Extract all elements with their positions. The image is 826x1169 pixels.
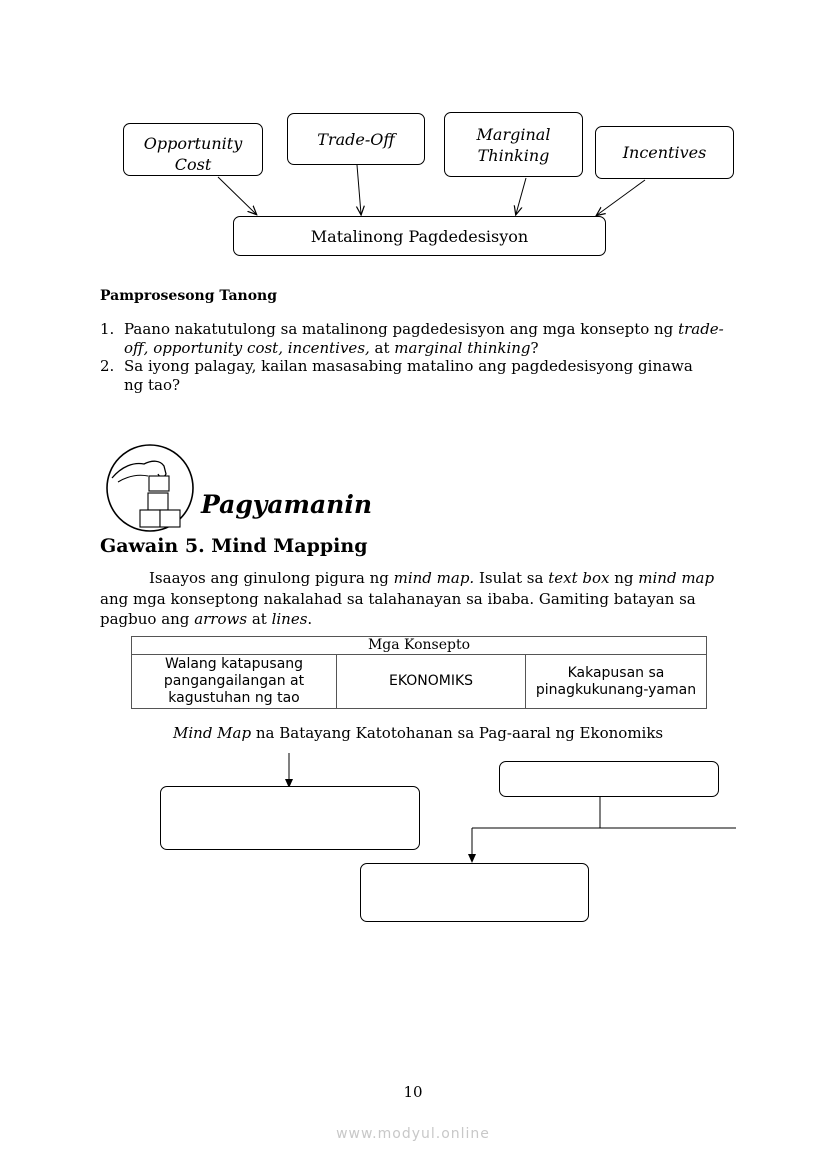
- question-1: 1. Paano nakatutulong sa matalinong pagd…: [0, 320, 826, 360]
- arrow-trade-off: [357, 164, 361, 214]
- question-number: 2.: [100, 357, 115, 375]
- table-row: Walang katapusang pangangailangan at kag…: [131, 654, 707, 709]
- arrow-marginal-thinking: [516, 177, 527, 214]
- concept-label: Marginal Thinking: [476, 124, 551, 165]
- watermark: www.modyul.online: [336, 1126, 490, 1142]
- result-label: Matalinong Pagdedesisyon: [310, 226, 529, 246]
- mindmap-box-center[interactable]: [360, 863, 589, 922]
- result-box: Matalinong Pagdedesisyon: [233, 216, 606, 256]
- concepts-table: Mga Konsepto Walang katapusang pangangai…: [131, 636, 707, 709]
- concept-diagram-connectors: [217, 164, 646, 270]
- page-number: 10: [403, 1083, 423, 1101]
- concept-label: Opportunity Cost: [143, 134, 243, 174]
- arrow-incentives: [597, 179, 646, 215]
- concept-box-trade-off: Trade-Off: [287, 113, 425, 165]
- concept-box-opportunity-cost: Opportunity Cost: [123, 123, 263, 176]
- mindmap-connectors: [285, 753, 736, 863]
- table-cell: Walang katapusang pangangailangan at kag…: [131, 654, 337, 709]
- concept-label: Trade-Off: [317, 129, 395, 149]
- table-header-row: Mga Konsepto: [131, 636, 707, 655]
- question-number: 1.: [100, 320, 115, 338]
- mindmap-box-left[interactable]: [160, 786, 420, 850]
- table-cell: Kakapusan sa pinagkukunang-yaman: [525, 654, 707, 709]
- mindmap-box-top-right[interactable]: [499, 761, 719, 797]
- question-text: Paano nakatutulong sa matalinong pagdede…: [124, 320, 724, 357]
- hand-blocks-icon: [106, 444, 194, 532]
- question-text: Sa iyong palagay, kailan masasabing mata…: [124, 357, 693, 394]
- question-2: 2. Sa iyong palagay, kailan masasabing m…: [0, 357, 826, 397]
- arrow-opportunity-cost: [217, 176, 256, 214]
- concept-label: Incentives: [622, 143, 707, 162]
- activity-title: Gawain 5. Mind Mapping: [100, 535, 368, 557]
- questions-title: Pamprosesong Tanong: [100, 288, 278, 304]
- section-title: Pagyamanin: [201, 490, 373, 519]
- mindmap-caption: Mind Map na Batayang Katotohanan sa Pag-…: [173, 724, 664, 742]
- table-cell: EKONOMIKS: [336, 654, 526, 709]
- table-header: Mga Konsepto: [131, 636, 707, 655]
- instructions-paragraph: Isaayos ang ginulong pigura ng mind map.…: [100, 569, 715, 628]
- concept-box-marginal-thinking: Marginal Thinking: [444, 112, 583, 177]
- concept-box-incentives: Incentives: [595, 126, 734, 179]
